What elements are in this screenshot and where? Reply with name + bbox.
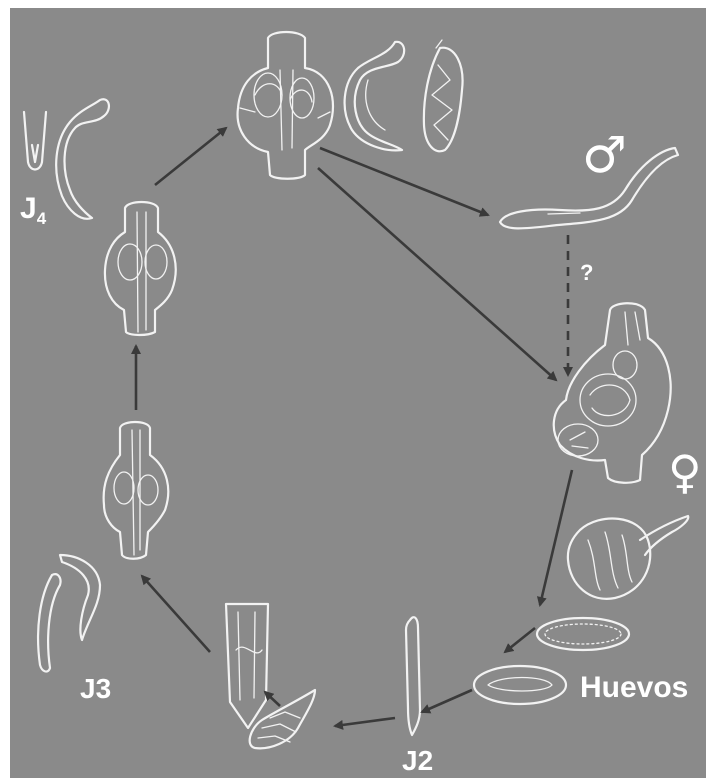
diagram-background — [10, 8, 706, 778]
male-symbol: ♂ — [582, 126, 627, 184]
female-symbol: ♀ — [668, 445, 702, 499]
question-mark: ? — [580, 260, 593, 285]
label-j3: J3 — [80, 673, 111, 704]
label-j2: J2 — [402, 745, 433, 776]
label-huevos: Huevos — [580, 671, 688, 704]
label-j4-subscript: 4 — [37, 209, 47, 228]
